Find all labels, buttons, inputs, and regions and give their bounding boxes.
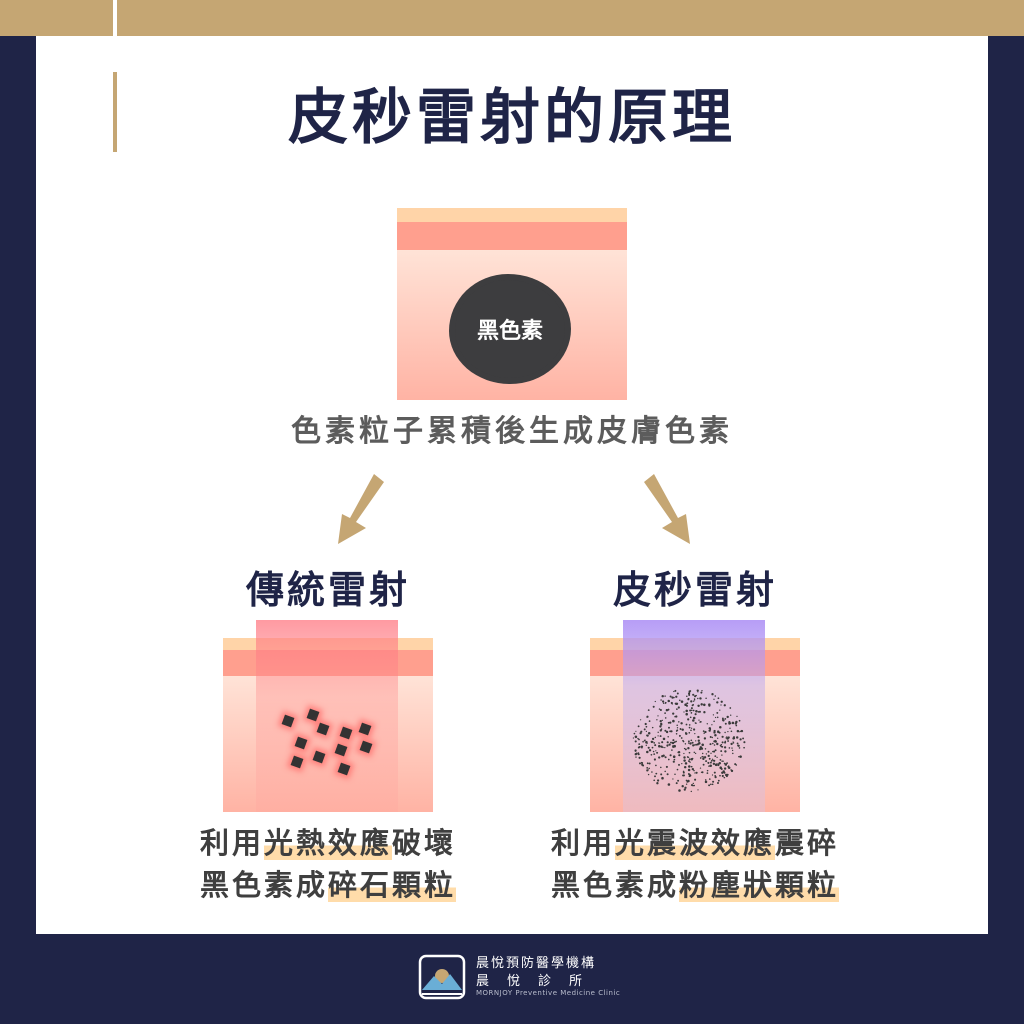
traditional-laser-description: 利用光熱效應破壞 黑色素成碎石顆粒 <box>118 822 538 906</box>
decorative-line <box>113 0 117 152</box>
traditional-desc-line-1: 利用光熱效應破壞 <box>199 826 457 860</box>
top-caption: 色素粒子累積後生成皮膚色素 <box>291 414 733 449</box>
pico-laser-title: 皮秒雷射 <box>612 568 777 612</box>
traditional-laser-beam <box>256 620 398 812</box>
pigment-dust <box>632 689 746 793</box>
traditional-laser-title: 傳統雷射 <box>245 568 410 612</box>
traditional-desc-line-2: 黑色素成碎石顆粒 <box>199 868 457 902</box>
pico-desc-line-1: 利用光震波效應震碎 <box>550 826 840 860</box>
footer-brand: 晨悅預防醫學機構 晨悅診所 MORNJOY Preventive Medicin… <box>418 950 621 1006</box>
skin-illustration-traditional <box>223 620 433 812</box>
page-title: 皮秒雷射的原理 <box>288 83 736 153</box>
clinic-english-name: MORNJOY Preventive Medicine Clinic <box>476 989 621 997</box>
pico-desc-line-2: 黑色素成粉塵狀顆粒 <box>550 868 840 902</box>
arrow-down-right-icon <box>644 474 690 544</box>
mountain-sun-logo-icon <box>418 954 466 1000</box>
pigment-label: 黑色素 <box>476 319 543 344</box>
org-name: 晨悅預防醫學機構 <box>476 956 597 971</box>
arrow-down-left-icon <box>338 474 384 544</box>
content-panel <box>36 36 988 934</box>
pico-laser-description: 利用光震波效應震碎 黑色素成粉塵狀顆粒 <box>485 822 905 906</box>
top-gold-bar <box>0 0 1024 36</box>
pigment-blob: 黑色素 <box>455 280 565 378</box>
clinic-name: 晨悅診所 <box>476 974 601 989</box>
